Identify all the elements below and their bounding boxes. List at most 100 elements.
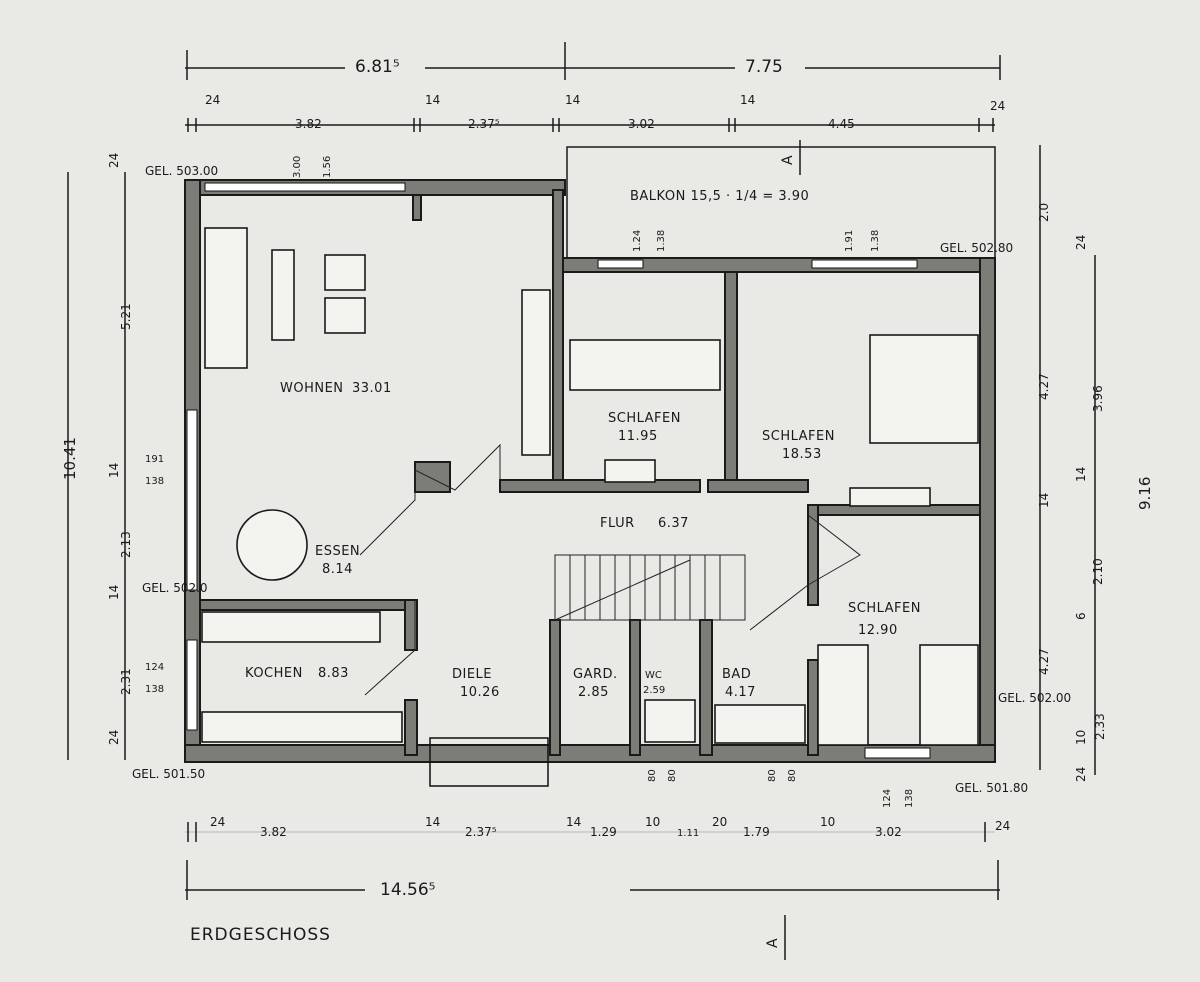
dimension-label: 1.91 xyxy=(844,230,855,252)
dimension-label: 3.00 xyxy=(292,156,303,178)
dimension-label: 24 xyxy=(210,815,225,829)
room-gard-area: 2.85 xyxy=(578,685,609,700)
dimension-label: GEL. 503.00 xyxy=(145,164,218,178)
dimension-label: 14 xyxy=(1037,493,1051,508)
dimension-left: 10.41 24 5.21 14 2.13 14 2.31 24 xyxy=(61,153,133,760)
dimension-label: 24 xyxy=(205,93,220,107)
room-bad-name: BAD xyxy=(722,667,751,682)
dimension-label: 4.27 xyxy=(1037,373,1051,400)
dimension-label: 24 xyxy=(990,99,1005,113)
room-labels: WOHNEN 33.01 ESSEN 8.14 KOCHEN 8.83 DIEL… xyxy=(245,381,920,700)
room-schlafen-3-area: 12.90 xyxy=(858,623,898,638)
balcony-label: BALKON 15,5 · 1/4 = 3.90 xyxy=(630,189,809,204)
dimension-label: 14 xyxy=(425,815,440,829)
dimension-label: 14 xyxy=(566,815,581,829)
dimension-label: 10 xyxy=(645,815,660,829)
room-flur-name: FLUR xyxy=(600,516,635,531)
room-essen-area: 8.14 xyxy=(322,562,353,577)
dimension-label: 9.16 xyxy=(1136,477,1154,510)
dimension-label: 10.41 xyxy=(61,437,79,480)
dimension-label: 14 xyxy=(740,93,755,107)
dimension-label: 1.11 xyxy=(677,828,699,839)
dimension-label: 3.96 xyxy=(1091,385,1105,412)
dimension-bottom-overall: 14.56⁵ xyxy=(185,860,1000,900)
dimension-label: 14.56⁵ xyxy=(380,880,435,900)
room-schlafen-2-name: SCHLAFEN xyxy=(762,429,835,444)
dimension-label: 2.0 xyxy=(1037,203,1051,222)
dimension-label: 14 xyxy=(425,93,440,107)
room-gard-name: GARD. xyxy=(573,667,618,682)
room-schlafen-1-area: 11.95 xyxy=(618,429,658,444)
dimension-label: 3.02 xyxy=(628,117,655,131)
dimension-label: 14 xyxy=(107,463,121,478)
dimension-label: 2.10 xyxy=(1091,558,1105,585)
dimension-label: 2.37⁵ xyxy=(468,117,500,131)
dimension-label: 138 xyxy=(145,476,164,487)
dimension-label: 5.21 xyxy=(119,303,133,330)
dimension-label: 2.37⁵ xyxy=(465,825,497,839)
dimension-label: 24 xyxy=(1074,767,1088,782)
room-essen-name: ESSEN xyxy=(315,544,360,559)
dimension-label: 1.56 xyxy=(322,156,333,178)
dimension-label: 24 xyxy=(107,153,121,168)
dimension-top-detail: 24 3.82 14 2.37⁵ 14 3.02 14 4.45 24 xyxy=(185,93,1005,132)
dimension-label: 3.82 xyxy=(260,825,287,839)
dimension-label: 14 xyxy=(565,93,580,107)
dimension-label: 6 xyxy=(1074,612,1088,620)
dimension-label: 24 xyxy=(1074,235,1088,250)
room-wc-name: WC xyxy=(645,670,662,681)
dimension-label: GEL. 501.80 xyxy=(955,781,1028,795)
plan-title: ERDGESCHOSS xyxy=(190,925,331,945)
dimension-label: GEL. 502.00 xyxy=(998,691,1071,705)
room-diele-name: DIELE xyxy=(452,667,492,682)
dimension-label: 80 xyxy=(767,769,778,782)
dimension-label: 14 xyxy=(107,585,121,600)
dimension-label: 80 xyxy=(647,769,658,782)
dimension-label: 1.24 xyxy=(632,230,643,252)
room-bad-area: 4.17 xyxy=(725,685,756,700)
room-wohnen-name: WOHNEN xyxy=(280,381,344,396)
dimension-label: 124 xyxy=(145,662,164,673)
walls xyxy=(184,179,996,787)
dimension-bottom-detail: 24 3.82 14 2.37⁵ 14 1.29 10 1.11 20 1.79… xyxy=(185,815,1010,842)
dimension-label: 2.13 xyxy=(119,531,133,558)
dimension-label: 1.38 xyxy=(870,230,881,252)
elevation-labels: GEL. 503.00 GEL. 502.80 GEL. 502.0 GEL. … xyxy=(132,164,1071,795)
dimension-label: GEL. 502.0 xyxy=(142,581,208,595)
dimension-label: 1.29 xyxy=(590,825,617,839)
dimension-top-overall: 6.81⁵ 7.75 xyxy=(185,42,1001,80)
room-wc-area: 2.59 xyxy=(643,685,665,696)
dimension-label: 20 xyxy=(712,815,727,829)
dimension-label: 124 xyxy=(882,789,893,808)
dimension-label: GEL. 501.50 xyxy=(132,767,205,781)
dimension-label: 4.27 xyxy=(1037,648,1051,675)
dimension-label: 191 xyxy=(145,454,164,465)
dimension-label: 10 xyxy=(820,815,835,829)
dimension-label: 80 xyxy=(667,769,678,782)
dimension-label: 2.33 xyxy=(1093,713,1107,740)
room-wohnen-area: 33.01 xyxy=(352,381,392,396)
room-schlafen-1-name: SCHLAFEN xyxy=(608,411,681,426)
room-kochen-name: KOCHEN xyxy=(245,666,303,681)
dimension-label: 138 xyxy=(904,789,915,808)
dimension-label: 1.79 xyxy=(743,825,770,839)
dimension-label: 3.82 xyxy=(295,117,322,131)
dimension-label: GEL. 502.80 xyxy=(940,241,1013,255)
room-flur-area: 6.37 xyxy=(658,516,689,531)
dimension-label: 24 xyxy=(107,730,121,745)
dimension-label: 4.45 xyxy=(828,117,855,131)
section-marker-top: A xyxy=(780,155,796,165)
section-marker-bottom: A xyxy=(765,938,781,948)
dimension-label: 3.02 xyxy=(875,825,902,839)
dimension-label: 24 xyxy=(995,819,1010,833)
dimension-label: 80 xyxy=(787,769,798,782)
room-diele-area: 10.26 xyxy=(460,685,500,700)
room-schlafen-2-area: 18.53 xyxy=(782,447,822,462)
furniture xyxy=(201,227,979,746)
room-kochen-area: 8.83 xyxy=(318,666,349,681)
dimension-label: 2.31 xyxy=(119,668,133,695)
dimension-label: 14 xyxy=(1074,467,1088,482)
window-dimensions: 3.00 1.56 1.24 1.38 1.91 1.38 191 138 12… xyxy=(145,156,915,808)
dimension-right: 9.16 2.0 24 4.27 3.96 14 14 2.10 6 4.27 … xyxy=(1037,145,1154,782)
